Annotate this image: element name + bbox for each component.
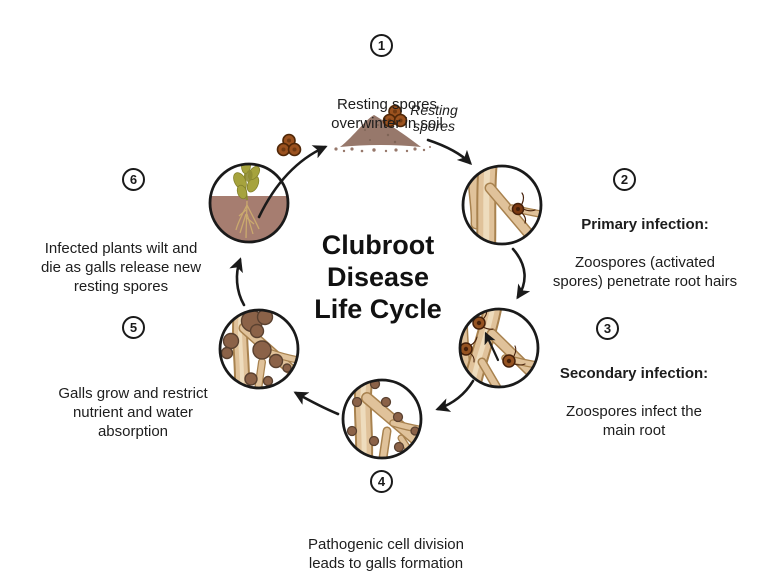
stage-3-heading: Secondary infection: xyxy=(559,365,709,382)
stage-2-heading: Primary infection: xyxy=(581,216,709,233)
stage-4-body: Pathogenic cell division leads to galls … xyxy=(308,536,464,572)
arrow-stage6-to-stage1 xyxy=(257,145,328,219)
diagram-title: Clubroot Disease Life Cycle xyxy=(314,230,442,324)
resting-spores-label: Resting spores xyxy=(410,102,458,134)
stage-2-text: Primary infection: Zoospores (activated … xyxy=(529,196,761,310)
stage-6-text: Infected plants wilt and die as galls re… xyxy=(6,201,236,315)
zoospore-icon xyxy=(511,192,536,224)
stage-5-badge: 5 xyxy=(122,316,145,339)
wilted-plant-icon xyxy=(233,164,261,201)
arrow-stage2-to-stage3 xyxy=(511,247,531,300)
stage-5-text: Galls grow and restrict nutrient and wat… xyxy=(23,346,243,460)
stage-1-body: Resting spores overwinter in soil xyxy=(331,96,443,132)
stage-3-body: Zoospores infect the main root xyxy=(566,403,702,439)
stage-3-text: Secondary infection: Zoospores infect th… xyxy=(524,345,744,459)
arrow-stage3-to-stage4 xyxy=(435,379,475,412)
stage-4-text: Pathogenic cell division leads to galls … xyxy=(266,497,506,573)
arrow-stage4-to-stage5 xyxy=(293,391,340,416)
stage-5-illustration xyxy=(218,308,300,390)
large-gall-icons xyxy=(220,310,292,387)
stage-4-badge: 4 xyxy=(370,470,393,493)
stage-2-body: Zoospores (activated spores) penetrate r… xyxy=(552,254,738,290)
stage-5-body: Galls grow and restrict nutrient and wat… xyxy=(58,385,208,440)
zoospore-icons xyxy=(460,309,526,368)
arrow-stage5-to-stage6 xyxy=(229,257,246,307)
stage-3-badge: 3 xyxy=(596,317,619,340)
thin-roots-icon xyxy=(235,200,260,239)
infection-direction-arrow xyxy=(484,331,500,362)
stage-4-illustration xyxy=(341,378,423,460)
arrow-stage1-to-stage2 xyxy=(426,138,473,166)
stage-6-badge: 6 xyxy=(122,168,145,191)
stage-2-badge: 2 xyxy=(613,168,636,191)
stage-1-text: Resting spores overwinter in soil xyxy=(277,57,497,152)
stage-6-body: Infected plants wilt and die as galls re… xyxy=(40,240,202,295)
small-gall-icons xyxy=(346,380,420,453)
soil-mound-illustration xyxy=(334,115,431,153)
stage-1-badge: 1 xyxy=(370,34,393,57)
